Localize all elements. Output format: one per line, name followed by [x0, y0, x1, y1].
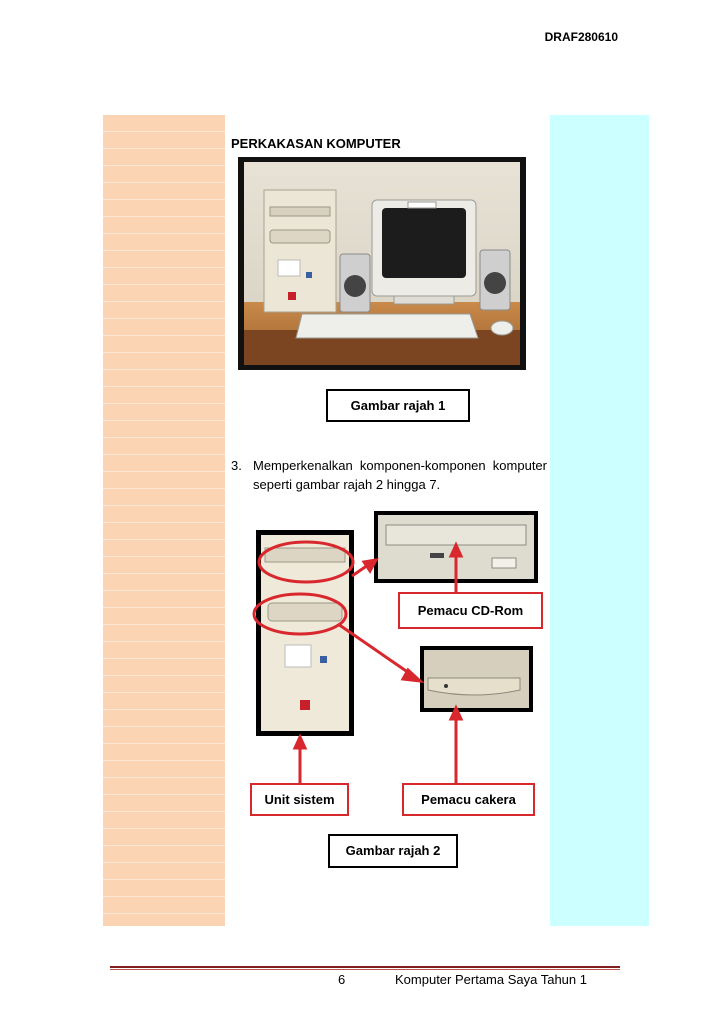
page-number: 6 [338, 972, 346, 987]
computer-set-illustration [244, 162, 520, 365]
computer-set-image [244, 162, 520, 365]
section-heading: PERKAKASAN KOMPUTER [231, 136, 401, 151]
right-margin-panel [550, 115, 649, 926]
paragraph-number: 3. [231, 458, 242, 473]
cd-rom-label: Pemacu CD-Rom [398, 592, 543, 629]
system-unit-photo [256, 530, 354, 736]
floppy-drive-label: Pemacu cakera [402, 783, 535, 816]
system-unit-label: Unit sistem [250, 783, 349, 816]
floppy-highlight [252, 592, 348, 636]
cd-rom-highlight [257, 540, 355, 584]
left-margin-panel [103, 115, 225, 926]
paragraph-text: Memperkenalkan komponen-komponen kompute… [253, 458, 547, 492]
callout-arrows [292, 541, 464, 783]
computer-set-photo [238, 157, 526, 370]
draft-code: DRAF280610 [544, 30, 618, 44]
figure1-caption: Gambar rajah 1 [326, 389, 470, 422]
footer-title: Komputer Pertama Saya Tahun 1 [395, 972, 587, 987]
figure2-caption: Gambar rajah 2 [328, 834, 458, 868]
floppy-photo [420, 646, 533, 712]
footer-divider [110, 966, 620, 970]
